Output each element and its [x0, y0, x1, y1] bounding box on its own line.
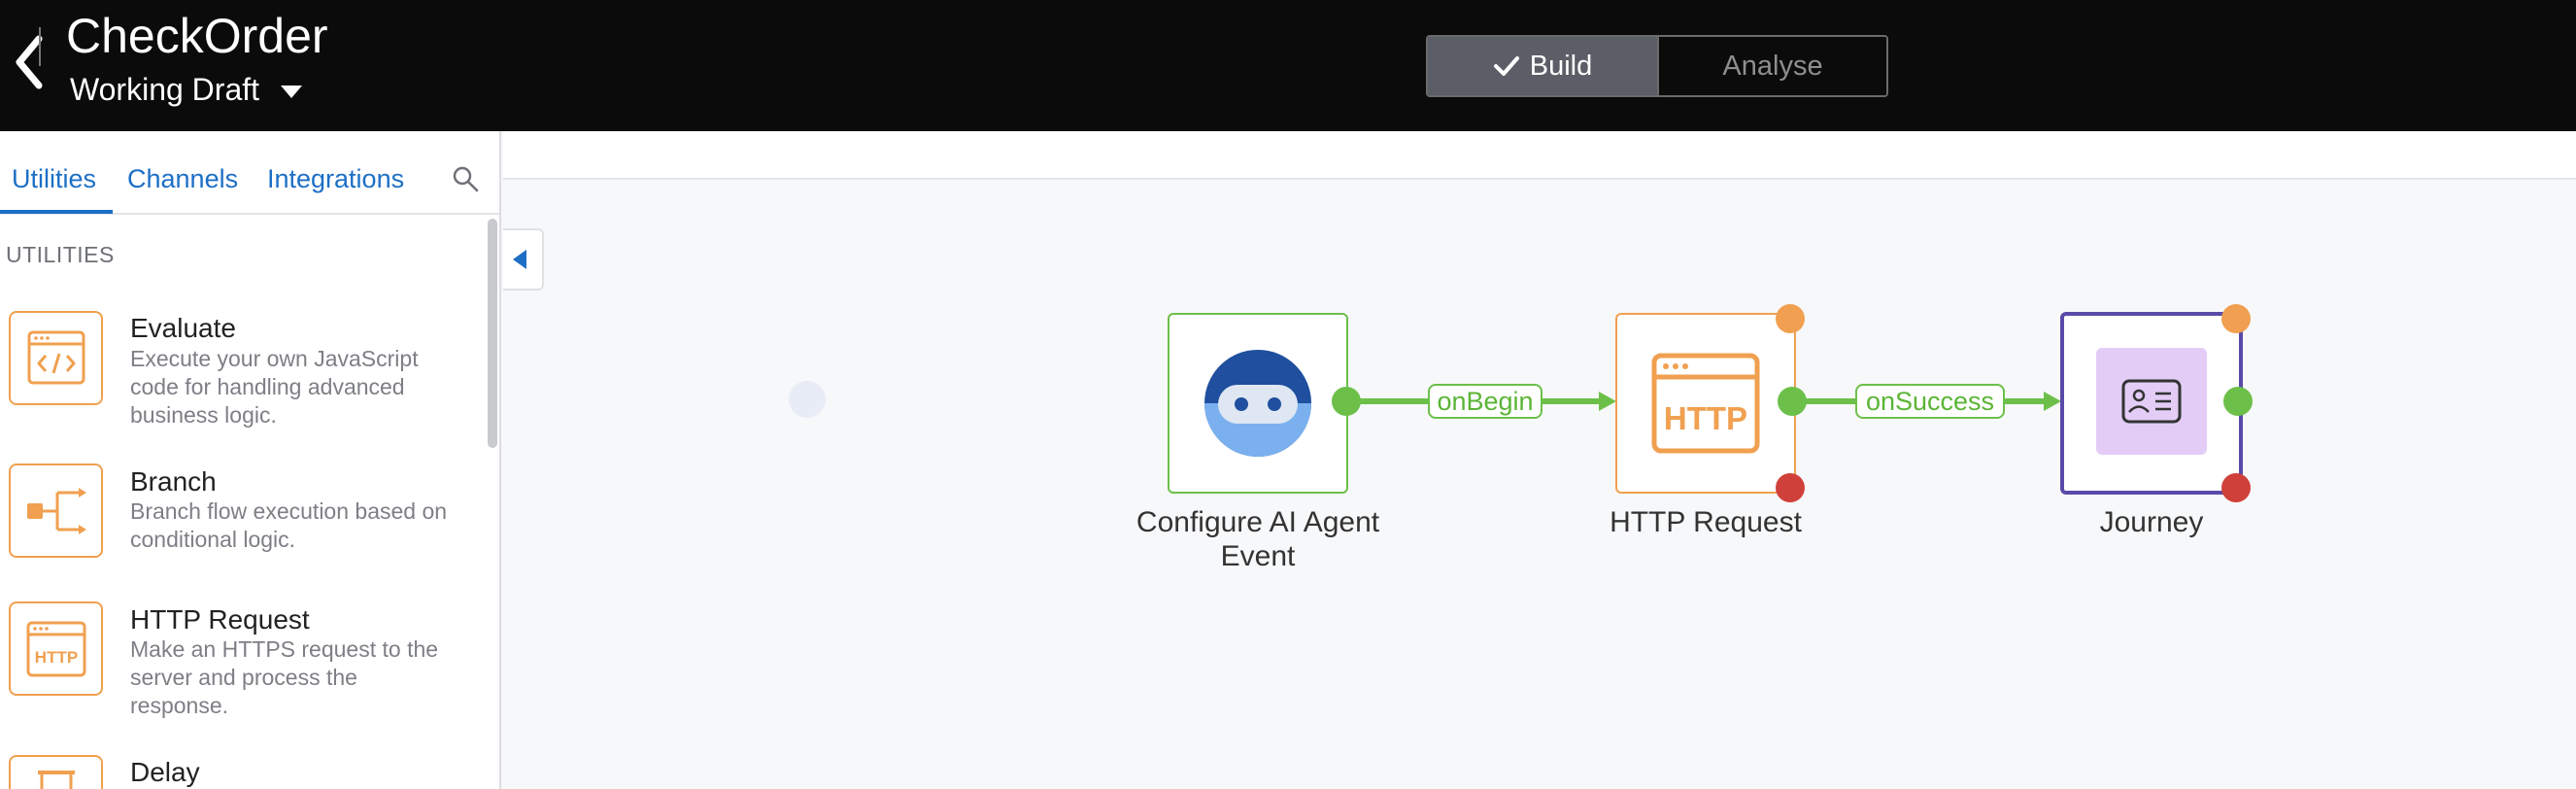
utility-desc-branch: Branch flow execution based on condition… [130, 498, 448, 552]
delay-icon [9, 755, 103, 789]
palette-tabs: Utilities Channels Integrations [0, 131, 499, 215]
utility-item-evaluate[interactable] [0, 311, 486, 447]
node-success-port[interactable] [2223, 387, 2253, 416]
canvas-drop-target [789, 381, 826, 418]
utility-item-http-request[interactable]: HTTP [0, 601, 486, 728]
utility-title-http-request: HTTP Request [130, 604, 310, 635]
node-label-http-request: HTTP Request [1610, 506, 1802, 538]
section-label: UTILITIES [6, 242, 115, 267]
robot-icon [1204, 350, 1311, 457]
http-window-icon: HTTP [1651, 353, 1760, 454]
contact-card-icon [2096, 348, 2207, 455]
node-error-port[interactable] [1776, 473, 1805, 502]
node-label-configure-ai-agent-event: Configure AI Agent Event [1135, 506, 1380, 572]
http-node-icon-text: HTTP [1664, 400, 1747, 436]
tab-integrations[interactable]: Integrations [267, 164, 405, 193]
version-label: Working Draft [70, 72, 260, 107]
edge-label-onbegin[interactable]: onBegin [1428, 384, 1542, 419]
canvas-toolbar [503, 131, 2576, 180]
flow-edges [1347, 392, 2061, 411]
flow-title: CheckOrder [66, 9, 328, 63]
tab-channels[interactable]: Channels [127, 164, 239, 193]
http-icon-text: HTTP [35, 648, 78, 667]
analyse-mode-button[interactable]: Analyse [1657, 37, 1886, 95]
app-header: CheckOrder Working Draft Build Analyse [0, 0, 2576, 131]
utility-item-branch[interactable] [0, 463, 486, 590]
palette-sidebar: Utilities Channels Integrations UTILITIE… [0, 131, 501, 789]
checkmark-icon [1493, 56, 1519, 76]
flow-canvas[interactable]: onBegin onSuccess Configure AI Agent Eve… [503, 131, 2576, 789]
node-journey[interactable] [2060, 312, 2243, 495]
http-window-icon: HTTP [9, 601, 103, 696]
node-configure-ai-agent-event[interactable] [1168, 313, 1348, 494]
edge-arrow-onsuccess [2044, 392, 2061, 411]
mode-toggle: Build Analyse [1426, 35, 1888, 97]
back-arrow-icon[interactable] [10, 27, 49, 97]
collapse-sidebar-button[interactable] [503, 228, 544, 291]
node-label-journey: Journey [2099, 506, 2204, 538]
node-error-port[interactable] [2221, 473, 2251, 502]
edge-label-onsuccess[interactable]: onSuccess [1855, 384, 2005, 419]
chevron-down-icon [281, 86, 303, 98]
utility-title-delay: Delay [130, 757, 200, 787]
sidebar-scrollbar[interactable] [488, 219, 497, 448]
node-event-port[interactable] [2221, 304, 2251, 333]
search-icon[interactable] [451, 164, 480, 193]
build-mode-label: Build [1529, 50, 1593, 82]
utility-desc-http-request: Make an HTTPS request to the server and … [130, 636, 439, 718]
branch-icon [9, 463, 103, 558]
code-window-icon [9, 311, 103, 405]
back-divider [39, 27, 41, 66]
build-mode-button[interactable]: Build [1428, 37, 1657, 95]
utility-title-branch: Branch [130, 466, 217, 497]
utility-title-evaluate: Evaluate [130, 313, 236, 343]
analyse-mode-label: Analyse [1722, 50, 1823, 82]
active-tab-indicator [0, 210, 113, 214]
node-success-port[interactable] [1778, 387, 1807, 416]
node-http-request[interactable]: HTTP [1615, 313, 1796, 494]
edge-arrow-onbegin [1599, 392, 1616, 411]
utility-desc-evaluate: Execute your own JavaScript code for han… [130, 346, 419, 428]
tab-utilities[interactable]: Utilities [12, 164, 97, 193]
utility-item-delay[interactable] [0, 755, 486, 789]
node-output-port[interactable] [1332, 387, 1361, 416]
caret-left-icon [513, 250, 526, 269]
version-dropdown[interactable]: Working Draft [70, 72, 303, 108]
node-event-port[interactable] [1776, 304, 1805, 333]
